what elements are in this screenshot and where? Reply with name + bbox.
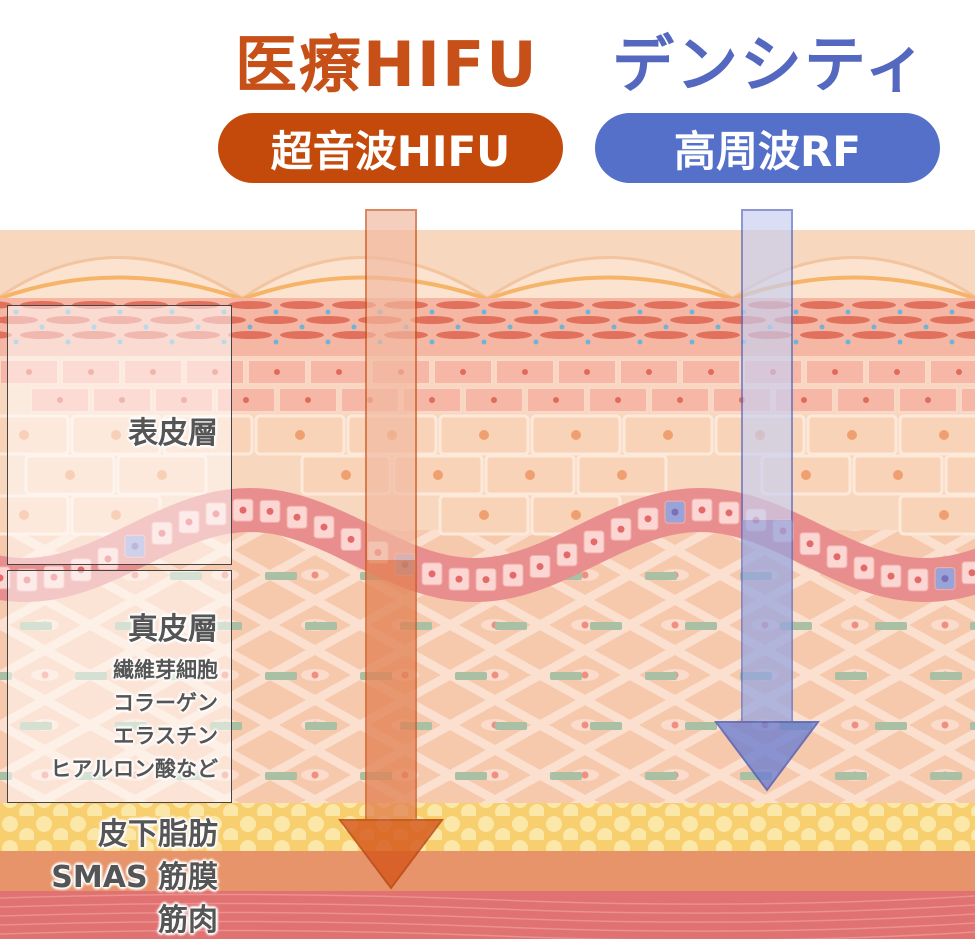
radiofrequency-rf-badge: 高周波RF [595,113,940,183]
dermis-label-box [7,570,232,803]
hifu-arrow [338,209,444,890]
hifu-title: 医療HIFU [235,28,539,101]
rf-arrow [714,209,820,792]
dermis-component: ヒアルロン酸など [50,757,218,781]
epidermis-label-box [7,305,232,565]
subcutaneous-fat-layer [0,803,975,851]
dermis-label: 真皮層 [128,612,218,647]
density-title: デンシティ [612,28,929,101]
dermis-component: 繊維芽細胞 [113,658,218,682]
muscle-layer [0,891,975,939]
subcutaneous-fat-label: 皮下脂肪 [98,817,218,852]
smas-layer [0,851,975,891]
epidermis-label: 表皮層 [128,416,218,451]
ultrasound-hifu-badge: 超音波HIFU [218,113,563,183]
dermis-component: コラーゲン [113,691,218,715]
dermis-component: エラスチン [113,724,218,748]
smas-label: SMAS 筋膜 [51,860,218,895]
muscle-label: 筋肉 [158,903,218,938]
